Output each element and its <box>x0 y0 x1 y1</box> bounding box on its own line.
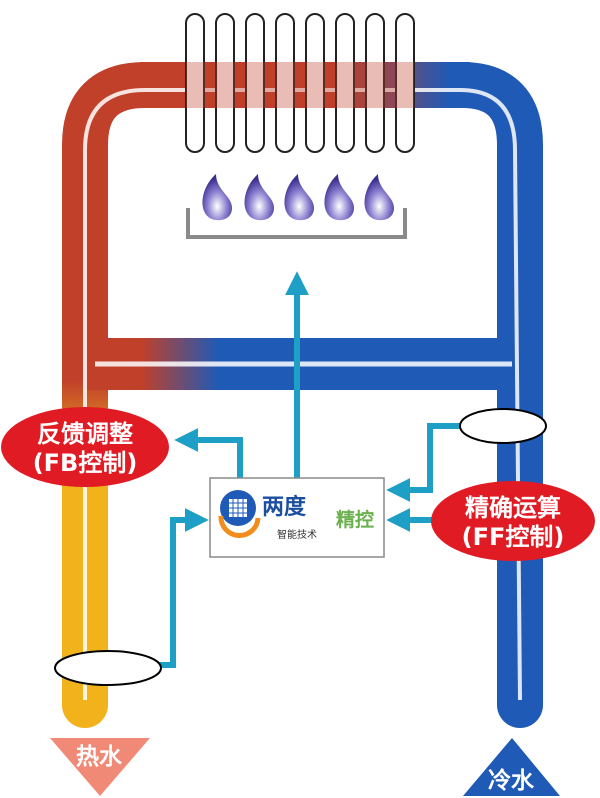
feedback-label-line1: 反馈调整 <box>37 420 133 448</box>
hot-water-label: 热水 <box>76 744 123 770</box>
controller-side-text: 精控 <box>336 508 374 531</box>
cold-water-label: 冷水 <box>488 767 535 794</box>
burner <box>186 174 407 239</box>
cold-water-inlet: 冷水 <box>463 738 560 796</box>
hot-water-sensor <box>54 650 162 686</box>
controller-brand: 两度 <box>262 494 307 520</box>
heat-exchanger <box>185 13 415 153</box>
flame-icon <box>202 174 394 221</box>
cold-water-pipe <box>222 62 543 728</box>
controller-box: 两度 智能技术 精控 <box>209 477 385 558</box>
hot-water-outlet: 热水 <box>50 738 150 796</box>
feedback-label-line2: (FB控制) <box>33 449 138 477</box>
pipe-highlights <box>83 88 522 701</box>
arrow-feedback-out <box>174 428 243 478</box>
feedforward-control-badge: 精确运算 (FF控制) <box>431 481 595 561</box>
feedback-control-badge: 反馈调整 (FB控制) <box>1 407 169 487</box>
hot-water-pipe <box>62 62 470 728</box>
feedforward-label-line2: (FF控制) <box>462 523 565 551</box>
arrow-hot-sensor-in <box>155 508 209 668</box>
arrow-cold-sensor-in <box>386 423 462 502</box>
cold-water-sensor <box>459 408 547 444</box>
control-arrows <box>155 271 462 668</box>
chip-logo-icon <box>218 490 261 539</box>
controller-subtitle: 智能技术 <box>277 528 317 541</box>
bypass-pipe <box>85 338 520 390</box>
feedforward-label-line1: 精确运算 <box>465 494 561 522</box>
